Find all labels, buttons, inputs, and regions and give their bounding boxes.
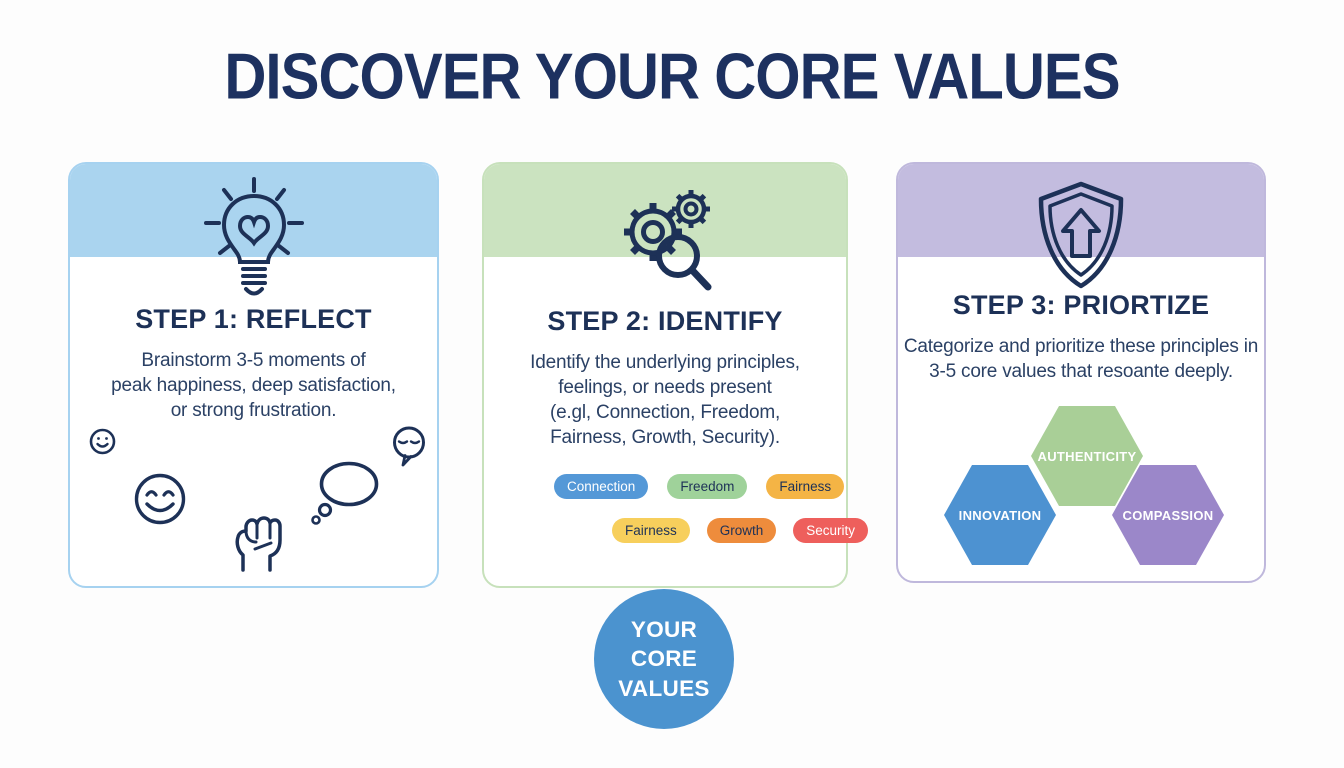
your-core-values-label: YOUR CORE VALUES [618, 617, 710, 701]
tag-security: Security [793, 518, 869, 543]
gears-magnifier-icon [609, 182, 721, 298]
step-1-body-line: peak happiness, deep satisfaction, [111, 375, 396, 397]
hexagon-authenticity-label: AUTHENTICITY [1037, 448, 1137, 464]
smiley-small-icon [89, 428, 116, 455]
tag-fairness: Fairness [766, 474, 845, 499]
tag-growth: Growth [706, 518, 777, 543]
tag-freedom: Freedom [667, 474, 748, 499]
shield-arrow-icon [1034, 180, 1128, 290]
step-2-body: Identify the underlying principles, feel… [484, 350, 846, 450]
step-2-heading: STEP 2: IDENTIFY [547, 306, 783, 336]
step-2-body-line: Fairness, Growth, Security). [550, 427, 780, 449]
lightbulb-heart-icon [199, 176, 309, 302]
speech-bubble-icon [390, 425, 428, 469]
hexagon-compassion-label: COMPASSION [1122, 507, 1214, 523]
step-3-body: Categorize and prioritize these principl… [898, 334, 1264, 384]
step-1-body: Brainstorm 3-5 moments of peak happiness… [70, 348, 437, 423]
step-2-body-line: (e.gl, Connection, Freedom, [549, 402, 781, 424]
hexagon-innovation: INNOVATION [944, 465, 1056, 565]
value-tags-row-2: Fairness Growth Security [612, 518, 869, 543]
step-3-body-line: Categorize and prioritize these principl… [903, 336, 1259, 357]
value-tags-row-1: Connection Freedom Fairness [554, 474, 845, 499]
smiley-large-icon [133, 472, 187, 526]
step-2-card: STEP 2: IDENTIFY Identify the underlying… [482, 162, 869, 588]
step-3-body-line: 3-5 core values that resoante deeply. [929, 361, 1233, 383]
step-3-heading: STEP 3: PRIORTIZE [952, 290, 1210, 320]
thought-bubble-icon [310, 458, 380, 528]
hexagon-innovation-label: INNOVATION [958, 507, 1042, 523]
step-2-body-line: Identify the underlying principles, [530, 352, 800, 373]
step-1-body-line: Brainstorm 3-5 moments of [141, 350, 366, 371]
tag-fairness-2: Fairness [612, 518, 690, 543]
fist-icon [229, 508, 285, 572]
step-3-card: STEP 3: PRIORTIZE Categorize and priorit… [896, 162, 1266, 583]
step-1-body-line: or strong frustration. [170, 400, 337, 422]
tag-connection: Connection [554, 474, 649, 499]
your-core-values-circle: YOUR CORE VALUES [594, 589, 734, 729]
step-2-body-line: feelings, or needs present [558, 377, 772, 399]
page-title: DISCOVER YOUR CORE VALUES [224, 40, 1120, 113]
step-1-heading: STEP 1: REFLECT [135, 304, 372, 334]
step-1-card: STEP 1: REFLECT Brainstorm 3-5 moments o… [68, 162, 439, 588]
